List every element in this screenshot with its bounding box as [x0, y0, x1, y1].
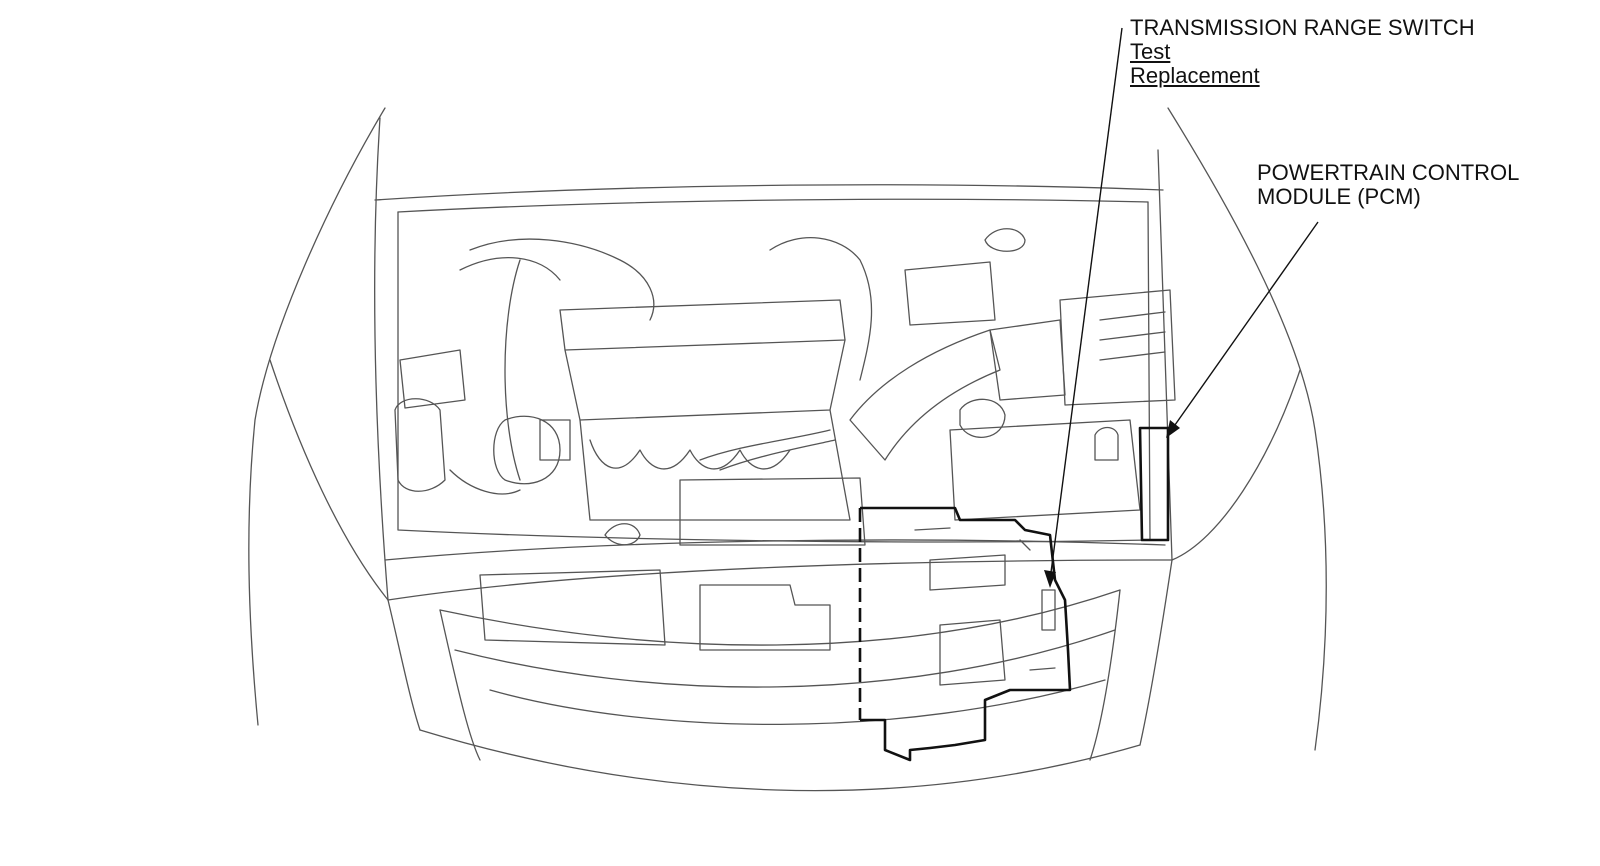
- pcm-callout: POWERTRAIN CONTROL MODULE (PCM): [1257, 161, 1519, 209]
- trs-leader-line: [1049, 27, 1123, 581]
- transmission-outline: [858, 506, 1072, 762]
- pcm-title-line2: MODULE (PCM): [1257, 184, 1421, 209]
- battery-area: [949, 419, 1141, 521]
- trs-arrowhead: [1044, 570, 1056, 588]
- pcm-arrowhead: [1166, 420, 1180, 438]
- left-components: [394, 349, 521, 495]
- pcm-title-line1: POWERTRAIN CONTROL: [1257, 160, 1520, 185]
- trs-replacement-link[interactable]: Replacement: [1130, 63, 1260, 88]
- pcm-outline: [1138, 426, 1170, 542]
- trs-callout: TRANSMISSION RANGE SWITCH Test Replaceme…: [1130, 16, 1475, 88]
- vehicle-body-outline: [248, 107, 1327, 751]
- callout-leaders: [1044, 27, 1319, 588]
- engine-assembly: [459, 237, 873, 546]
- trs-test-link[interactable]: Test: [1130, 39, 1171, 64]
- hood-outline: [374, 184, 1173, 792]
- trs-title: TRANSMISSION RANGE SWITCH: [1130, 15, 1475, 40]
- intake-and-airbox: [849, 228, 1176, 461]
- pcm-leader-line: [1169, 221, 1319, 433]
